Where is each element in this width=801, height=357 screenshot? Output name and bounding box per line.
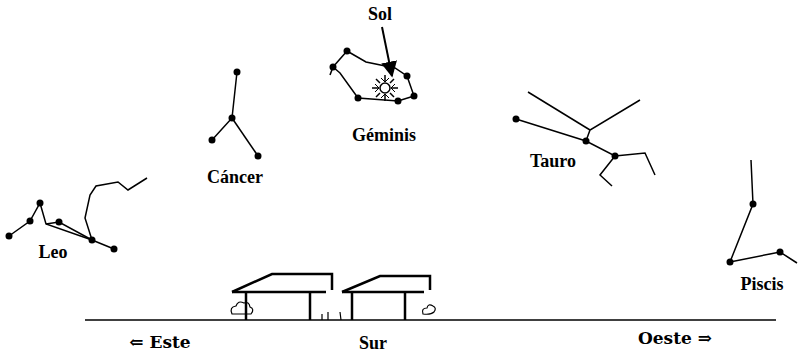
pisces-constellation <box>730 160 797 263</box>
sun-symbol <box>372 75 398 101</box>
horizon-line <box>85 319 776 321</box>
constellation-label: Piscis <box>741 275 784 295</box>
constellation-label: Tauro <box>530 152 576 172</box>
constellation-label: Cáncer <box>207 168 263 188</box>
cancer-constellation <box>212 72 258 156</box>
star-dots <box>6 48 784 266</box>
direction-label: Oeste ⇒ <box>638 329 712 348</box>
leo-constellation <box>9 178 147 249</box>
direction-label: ⇐ Este <box>129 333 190 352</box>
constellation-label: Géminis <box>352 126 416 146</box>
house-symbol <box>232 274 332 320</box>
sun-pointer <box>382 27 392 76</box>
direction-label: Sur <box>359 334 387 354</box>
taurus-constellation <box>516 92 655 186</box>
gemini-constellation <box>330 51 414 101</box>
sun-label: Sol <box>368 5 392 25</box>
house-symbol <box>342 276 430 320</box>
constellation-label: Leo <box>39 243 68 263</box>
bush-symbol <box>231 302 435 320</box>
